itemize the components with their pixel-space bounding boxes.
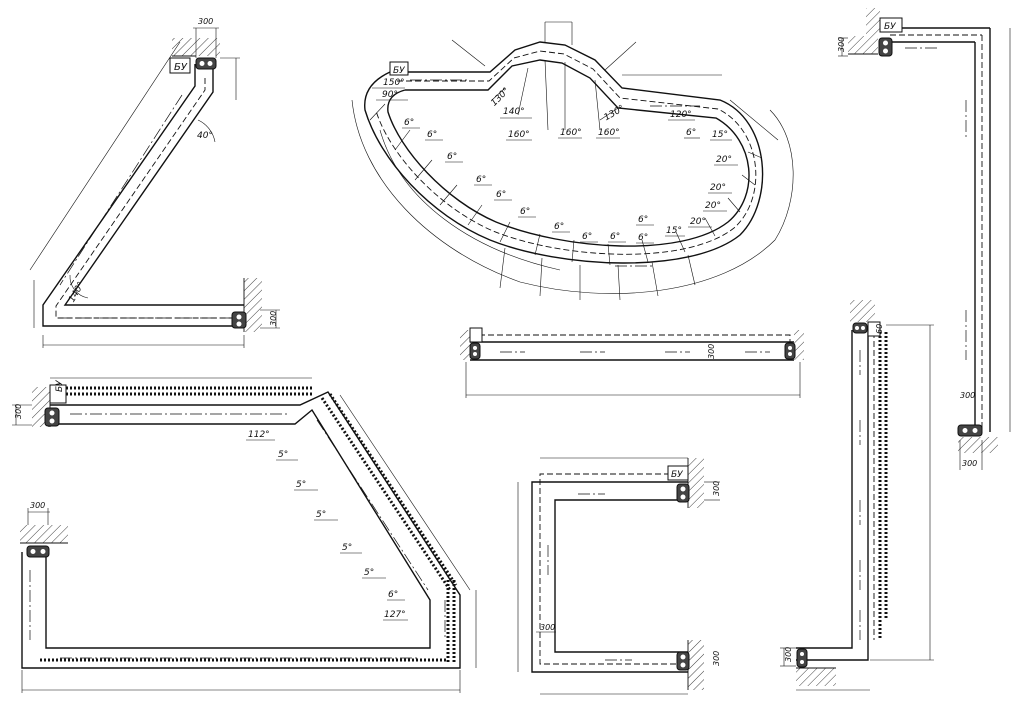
angle-label: 20° (690, 217, 706, 227)
angle-label: 112° (248, 430, 270, 440)
angle-label: 6° (388, 590, 398, 600)
drawing-b-curved-run: БУ 150° 90° 130° 140° 160° 160° 160° 130… (351, 21, 794, 301)
angle-label: 140° (67, 280, 87, 304)
unit-label: БУ (884, 22, 896, 32)
dim-label: 300 (712, 481, 721, 496)
wall-hatch (958, 437, 998, 453)
angle-label: 5° (296, 480, 306, 490)
unit-label: БУ (55, 380, 65, 392)
unit-label: БУ (393, 66, 405, 76)
angle-label: 6° (520, 207, 530, 217)
angle-label: 6° (404, 118, 414, 128)
wall-hatch (460, 330, 470, 360)
dim-label: 60 (875, 324, 884, 334)
drawing-c-l-run: БУ 300 300 300 (837, 8, 1011, 470)
wall-hatch (866, 8, 880, 36)
dim-label: 300 (269, 311, 278, 326)
angle-label: 130° (603, 104, 627, 124)
angle-label: 6° (610, 232, 620, 242)
wall-hatch (688, 458, 704, 508)
wall-hatch (20, 525, 68, 543)
angle-label: 20° (716, 155, 732, 165)
angle-label: 5° (364, 568, 374, 578)
angle-label: 5° (278, 450, 288, 460)
angle-label: 160° (508, 130, 530, 140)
wall-hatch (244, 278, 262, 332)
angle-label: 15° (666, 226, 682, 236)
angle-label: 90° (382, 90, 398, 100)
unit-label: БУ (174, 62, 188, 73)
dim-label: 300 (30, 501, 45, 510)
dim-label: 300 (198, 17, 213, 26)
angle-label: 6° (554, 222, 564, 232)
dim-label: 300 (962, 459, 977, 468)
drawing-a-diagonal-run: БУ 300 300 40° 140° (29, 17, 280, 348)
angle-label: 6° (638, 215, 648, 225)
angle-label: 150° (383, 78, 405, 88)
wall-hatch (796, 668, 836, 686)
drawing-g-vertical-run: 60 300 (780, 300, 934, 691)
wall-hatch (848, 36, 878, 54)
angle-label: 6° (638, 233, 648, 243)
angle-label: 40° (197, 131, 213, 141)
angle-label: 6° (686, 128, 696, 138)
angle-label: 20° (710, 183, 726, 193)
angle-label: 6° (582, 232, 592, 242)
dim-label: 300 (707, 344, 716, 359)
angle-label: 140° (503, 107, 525, 117)
unit-label: БУ (671, 470, 683, 480)
angle-label: 160° (598, 128, 620, 138)
drawing-f-u-run: БУ 300 300 300 (517, 457, 721, 695)
drawing-e-bent-run: БУ 300 300 112° 5° 5° 5° 5° 5° 6° 127° (12, 377, 477, 693)
angle-label: 6° (447, 152, 457, 162)
dim-label: 300 (712, 651, 721, 666)
angle-label: 15° (712, 130, 728, 140)
dim-label: 300 (837, 37, 846, 52)
angle-label: 5° (316, 510, 326, 520)
angle-label: 20° (705, 201, 721, 211)
dim-label: 300 (540, 623, 555, 632)
dim-label: 300 (784, 647, 793, 662)
angle-label: 5° (342, 543, 352, 553)
angle-label: 6° (427, 130, 437, 140)
wall-hatch (794, 330, 804, 360)
wall-hatch (850, 300, 875, 322)
angle-label: 120° (670, 110, 692, 120)
angle-label: 127° (384, 610, 406, 620)
drawing-d-straight-run: 300 (460, 327, 804, 398)
angle-label: 130° (489, 86, 511, 108)
angle-label: 160° (560, 128, 582, 138)
dim-label: 300 (960, 391, 975, 400)
wall-hatch (688, 640, 704, 690)
dim-label: 300 (14, 404, 23, 419)
angle-label: 6° (476, 175, 486, 185)
angle-label: 6° (496, 190, 506, 200)
